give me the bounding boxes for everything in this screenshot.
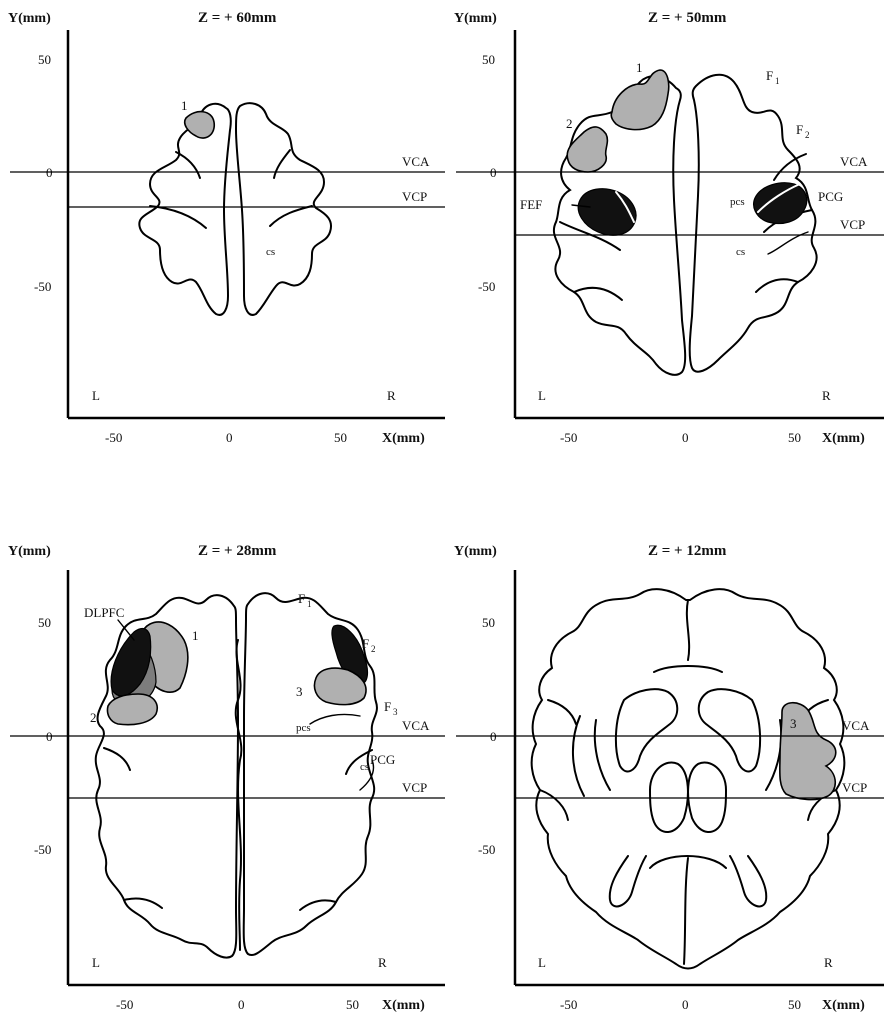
x-tick-50: 50 xyxy=(788,997,801,1012)
hemisphere-right: R xyxy=(387,388,396,403)
x-tick-neg50: -50 xyxy=(560,997,577,1012)
label-f2-sub: 2 xyxy=(371,644,376,654)
x-axis-label: X(mm) xyxy=(382,431,425,446)
ref-label-vca: VCA xyxy=(842,718,870,733)
region-label-1: 1 xyxy=(181,98,188,113)
region-label-1: 1 xyxy=(636,60,643,75)
label-f2-sub: 2 xyxy=(805,130,810,140)
region-label-3: 3 xyxy=(296,684,303,699)
ref-label-vcp: VCP xyxy=(402,189,427,204)
label-pcg: PCG xyxy=(370,752,395,767)
hemisphere-right: R xyxy=(822,388,831,403)
x-tick-50: 50 xyxy=(346,997,359,1012)
y-tick-50: 50 xyxy=(38,52,51,67)
brain-right-hemisphere xyxy=(236,103,331,315)
panel-z60: Y(mm) Z = + 60mm 50 0 -50 -50 0 50 X(mm)… xyxy=(8,10,445,446)
y-tick-50: 50 xyxy=(482,615,495,630)
x-tick-neg50: -50 xyxy=(116,997,133,1012)
x-tick-neg50: -50 xyxy=(560,430,577,445)
brain-right-hemisphere xyxy=(690,75,817,372)
label-f1: F xyxy=(298,591,305,606)
label-pcg: PCG xyxy=(818,189,843,204)
label-f1-sub: 1 xyxy=(307,599,312,609)
label-f3: F xyxy=(384,699,391,714)
y-axis-label: Y(mm) xyxy=(8,544,51,559)
panel-z12: Y(mm) Z = + 12mm 50 0 -50 -50 0 50 X(mm)… xyxy=(454,543,884,1013)
label-f3-sub: 3 xyxy=(393,707,398,717)
hemisphere-left: L xyxy=(92,388,100,403)
panel-title: Z = + 50mm xyxy=(648,10,727,26)
label-cs: cs xyxy=(736,246,745,258)
region-2 xyxy=(567,127,607,172)
x-axis-label: X(mm) xyxy=(382,998,425,1013)
y-axis-label: Y(mm) xyxy=(8,11,51,26)
ref-label-vcp: VCP xyxy=(840,217,865,232)
y-tick-50: 50 xyxy=(482,52,495,67)
label-f1: F xyxy=(766,68,773,83)
x-tick-0: 0 xyxy=(226,430,233,445)
region-label-2: 2 xyxy=(90,710,97,725)
region-label-3: 3 xyxy=(790,716,797,731)
label-f2: F xyxy=(362,636,369,651)
region-2 xyxy=(107,694,157,725)
hemisphere-right: R xyxy=(824,955,833,970)
y-axis-label: Y(mm) xyxy=(454,11,497,26)
hemisphere-left: L xyxy=(538,955,546,970)
label-pcs: pcs xyxy=(730,196,745,208)
x-tick-50: 50 xyxy=(334,430,347,445)
label-f1-sub: 1 xyxy=(775,76,780,86)
y-tick-neg50: -50 xyxy=(34,842,51,857)
hemisphere-left: L xyxy=(538,388,546,403)
label-cs: cs xyxy=(360,761,369,773)
label-cs: cs xyxy=(266,246,275,258)
region-label-2: 2 xyxy=(566,116,573,131)
label-f2: F xyxy=(796,122,803,137)
hemisphere-left: L xyxy=(92,955,100,970)
x-tick-50: 50 xyxy=(788,430,801,445)
panel-title: Z = + 28mm xyxy=(198,543,277,559)
x-axis-label: X(mm) xyxy=(822,431,865,446)
x-axis-label: X(mm) xyxy=(822,998,865,1013)
y-tick-neg50: -50 xyxy=(478,842,495,857)
y-axis-label: Y(mm) xyxy=(454,544,497,559)
label-pcs: pcs xyxy=(296,722,311,734)
ref-label-vca: VCA xyxy=(402,154,430,169)
panel-title: Z = + 12mm xyxy=(648,543,727,559)
x-tick-0: 0 xyxy=(682,430,689,445)
y-tick-neg50: -50 xyxy=(34,279,51,294)
x-tick-neg50: -50 xyxy=(105,430,122,445)
panel-z50: Y(mm) Z = + 50mm 50 0 -50 -50 0 50 X(mm)… xyxy=(454,10,884,446)
y-tick-50: 50 xyxy=(38,615,51,630)
y-tick-neg50: -50 xyxy=(478,279,495,294)
ref-label-vca: VCA xyxy=(840,154,868,169)
hemisphere-right: R xyxy=(378,955,387,970)
panel-z28: Y(mm) Z = + 28mm 50 0 -50 -50 0 50 X(mm)… xyxy=(8,543,445,1013)
label-dlpfc: DLPFC xyxy=(84,605,124,620)
label-fef: FEF xyxy=(520,197,542,212)
x-tick-0: 0 xyxy=(238,997,245,1012)
ref-label-vcp: VCP xyxy=(842,780,867,795)
x-tick-0: 0 xyxy=(682,997,689,1012)
ref-label-vcp: VCP xyxy=(402,780,427,795)
region-label-1: 1 xyxy=(192,628,199,643)
ref-label-vca: VCA xyxy=(402,718,430,733)
brain-left-hemisphere xyxy=(139,104,230,315)
panel-title: Z = + 60mm xyxy=(198,10,277,26)
